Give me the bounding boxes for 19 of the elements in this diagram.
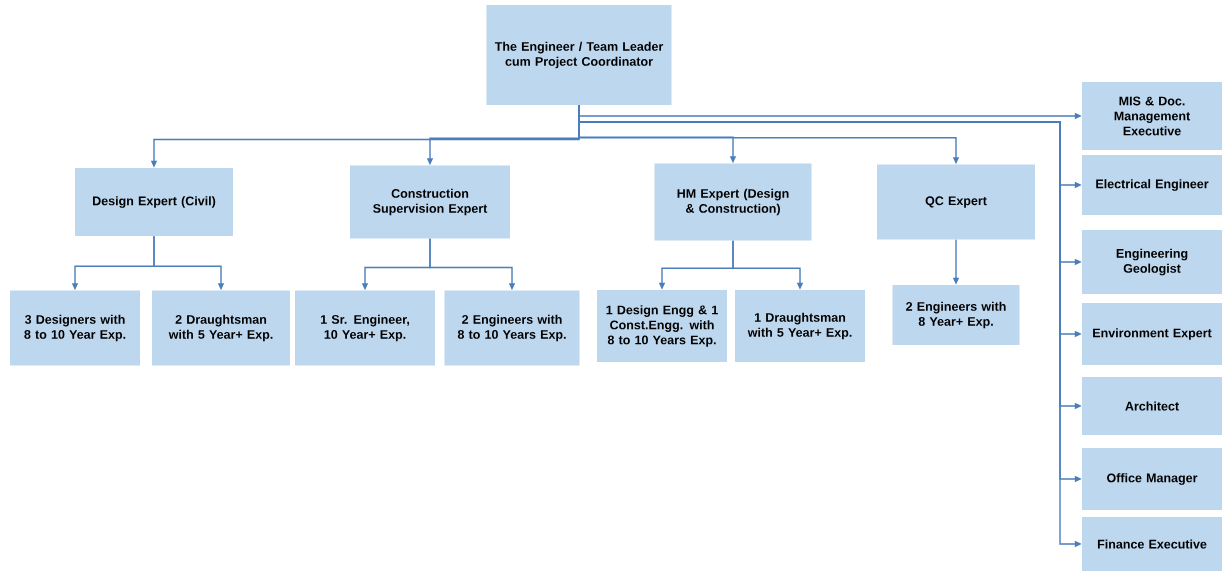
org-box: 2 Draughtsman with 5 Year+ Exp. xyxy=(152,290,290,366)
org-box: 2 Engineers with 8 to 10 Years Exp. xyxy=(444,290,580,366)
org-box: 1 Design Engg & 1 Const.Engg. with 8 to 10 Years Exp. xyxy=(597,290,727,362)
org-box: HM Expert (Design & Construction) xyxy=(654,163,812,241)
org-box: 1 Sr. Engineer, 10 Year+ Exp. xyxy=(295,290,435,366)
org-box: MIS & Doc. Management Executive xyxy=(1082,82,1222,150)
org-box: Design Expert (Civil) xyxy=(75,168,233,236)
org-box: Electrical Engineer xyxy=(1082,155,1222,215)
org-box: 2 Engineers with 8 Year+ Exp. xyxy=(892,285,1020,345)
org-box: QC Expert xyxy=(877,164,1035,240)
org-box: Environment Expert xyxy=(1082,303,1222,365)
org-box: 3 Designers with 8 to 10 Year Exp. xyxy=(10,290,140,366)
org-box: 1 Draughtsman with 5 Year+ Exp. xyxy=(735,290,865,362)
org-box: Office Manager xyxy=(1082,448,1222,510)
org-box: Finance Executive xyxy=(1082,517,1222,571)
org-box: The Engineer / Team Leader cum Project Coordinator xyxy=(486,5,672,105)
org-box: Architect xyxy=(1082,377,1222,435)
org-box: Engineering Geologist xyxy=(1082,230,1222,294)
org-box: Construction Supervision Expert xyxy=(350,165,510,239)
